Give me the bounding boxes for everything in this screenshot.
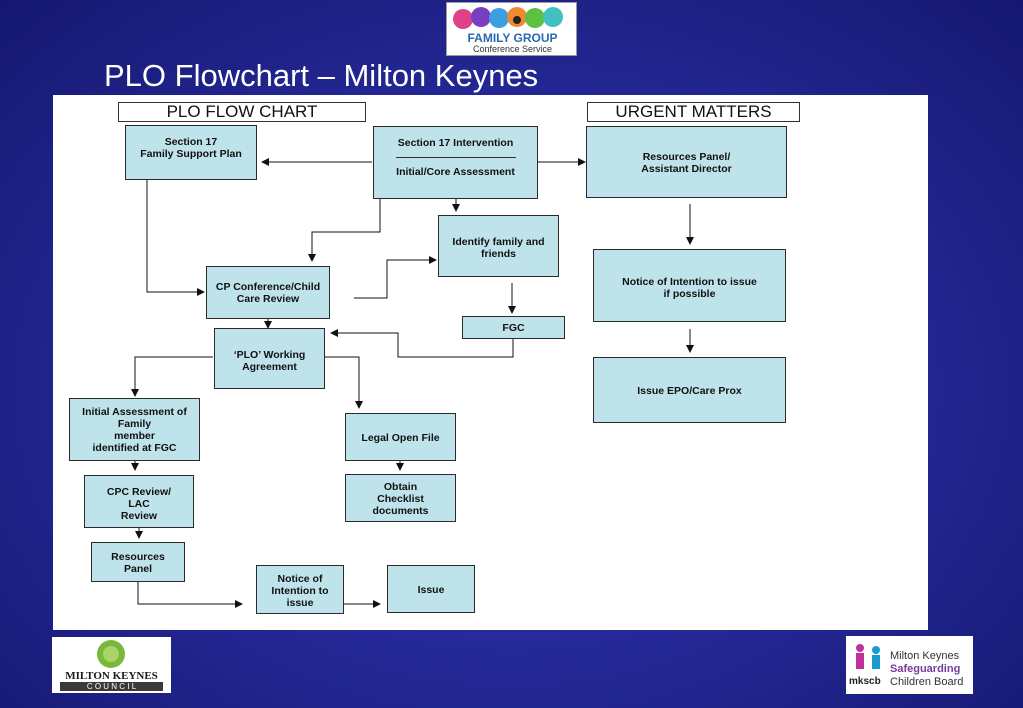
arrow-plan-to-cp	[146, 180, 205, 296]
mkc-logo-title: MILTON KEYNES	[65, 670, 158, 682]
plo-working-agreement-box: ‘PLO’ Working Agreement	[214, 328, 325, 389]
section17-intervention-label: Section 17 Intervention	[397, 137, 514, 149]
mkscb-mark: mkscb	[849, 676, 881, 687]
arrow-fgc-to-plo	[330, 329, 514, 358]
issue-epo-box: Issue EPO/Care Prox	[593, 357, 786, 423]
resources-panel-ad-box: Resources Panel/ Assistant Director	[586, 126, 787, 198]
mkscb-logo: mkscb Milton Keynes Safeguarding Childre…	[846, 636, 973, 694]
mkscb-line3: Children Board	[890, 676, 964, 688]
fgc-faces-icon	[453, 7, 563, 29]
section17-family-support-plan-box: Section 17 Family Support Plan	[125, 125, 257, 180]
fgc-box: FGC	[462, 316, 565, 339]
slide-title: PLO Flowchart – Milton Keynes	[104, 58, 539, 93]
arrow-intervention-to-cp	[308, 199, 381, 262]
identify-family-box: Identify family and friends	[438, 215, 559, 277]
obtain-checklist-box: Obtain Checklist documents	[345, 474, 456, 522]
tree-icon	[97, 640, 125, 668]
arrow-cp-to-identify	[354, 256, 437, 299]
milton-keynes-council-logo: MILTON KEYNES C O U N C I L	[52, 637, 171, 693]
arrow-plo-to-initial	[131, 356, 213, 397]
fgc-logo-title: FAMILY GROUP	[467, 31, 558, 45]
initial-core-assessment-label: Initial/Core Assessment	[396, 166, 515, 178]
fgc-logo: FAMILY GROUP Conference Service	[446, 2, 577, 56]
arrow-plo-to-legal	[325, 356, 363, 409]
children-figures-icon	[856, 644, 880, 669]
notice-intention-if-possible-box: Notice of Intention to issue if possible	[593, 249, 786, 322]
mkc-logo-subtitle: C O U N C I L	[60, 682, 163, 691]
plo-flow-chart-header: PLO FLOW CHART	[118, 102, 366, 122]
legal-open-file-box: Legal Open File	[345, 413, 456, 461]
resources-panel-box: Resources Panel	[91, 542, 185, 582]
mkscb-line2: Safeguarding	[890, 663, 961, 675]
issue-box: Issue	[387, 565, 475, 613]
mkscb-line1: Milton Keynes	[890, 650, 960, 662]
initial-assessment-box: Initial Assessment of Family member iden…	[69, 398, 200, 461]
section17-intervention-box: Section 17 Intervention Initial/Core Ass…	[373, 126, 538, 199]
urgent-matters-header: URGENT MATTERS	[587, 102, 800, 122]
section17-intervention-divider	[395, 157, 516, 158]
arrow-resources-to-notice	[137, 582, 243, 608]
cp-conference-box: CP Conference/Child Care Review	[206, 266, 330, 319]
notice-intention-box: Notice of Intention to issue	[256, 565, 344, 614]
fgc-logo-subtitle: Conference Service	[472, 44, 553, 54]
cpc-review-box: CPC Review/ LAC Review	[84, 475, 194, 528]
